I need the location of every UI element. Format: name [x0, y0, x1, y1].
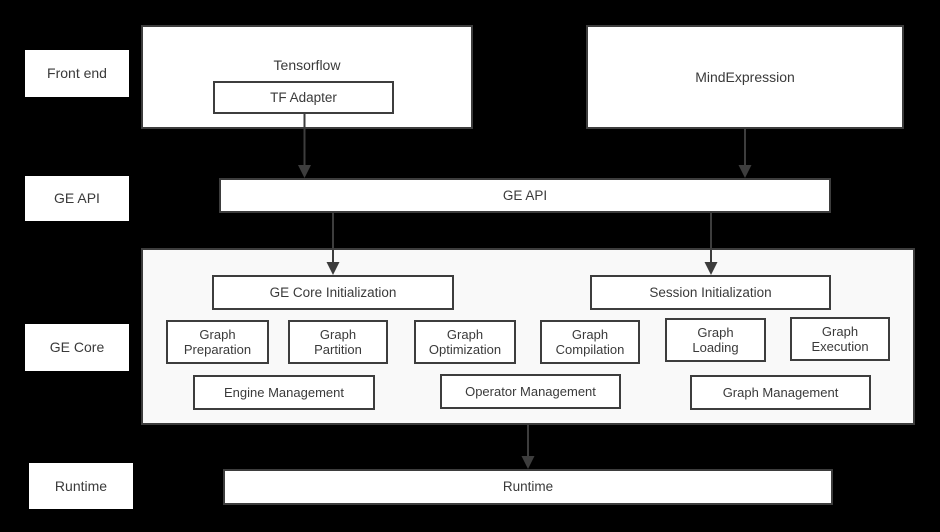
- layer-label-front-end: Front end: [25, 50, 129, 97]
- graph-partition-label: Graph Partition: [314, 326, 362, 357]
- ge-api-bar[interactable]: GE API: [219, 178, 831, 213]
- ge-core-initialization-label: GE Core Initialization: [269, 284, 397, 300]
- engine-management-node[interactable]: Engine Management: [193, 375, 375, 410]
- runtime-bar-label: Runtime: [502, 479, 554, 495]
- layer-label-runtime-text: Runtime: [54, 477, 108, 494]
- session-initialization-node[interactable]: Session Initialization: [590, 275, 831, 310]
- ge-core-initialization-node[interactable]: GE Core Initialization: [212, 275, 454, 310]
- engine-management-label: Engine Management: [224, 384, 344, 400]
- ge-api-bar-label: GE API: [502, 187, 548, 203]
- layer-label-front-end-text: Front end: [47, 65, 107, 82]
- graph-partition-node[interactable]: Graph Partition: [288, 320, 388, 364]
- graph-execution-label: Graph Execution: [811, 323, 869, 354]
- graph-management-label: Graph Management: [722, 384, 839, 400]
- arrow-ge-core-to-runtime: [521, 425, 535, 469]
- layer-label-ge-core-text: GE Core: [49, 339, 105, 356]
- graph-optimization-node[interactable]: Graph Optimization: [414, 320, 516, 364]
- mindexpression-panel[interactable]: MindExpression: [586, 25, 904, 129]
- layer-label-ge-core: GE Core: [25, 324, 129, 371]
- graph-loading-node[interactable]: Graph Loading: [665, 318, 766, 362]
- graph-optimization-label: Graph Optimization: [428, 326, 502, 357]
- graph-compilation-label: Graph Compilation: [555, 326, 625, 357]
- operator-management-node[interactable]: Operator Management: [440, 374, 621, 409]
- operator-management-label: Operator Management: [465, 383, 596, 399]
- graph-preparation-label: Graph Preparation: [183, 326, 252, 357]
- layer-label-runtime: Runtime: [29, 463, 133, 509]
- graph-compilation-node[interactable]: Graph Compilation: [540, 320, 640, 364]
- graph-management-node[interactable]: Graph Management: [690, 375, 871, 410]
- graph-execution-node[interactable]: Graph Execution: [790, 317, 890, 361]
- graph-preparation-node[interactable]: Graph Preparation: [166, 320, 269, 364]
- tensorflow-title: Tensorflow: [273, 57, 341, 73]
- tf-adapter-node[interactable]: TF Adapter: [213, 81, 394, 114]
- layer-label-ge-api: GE API: [25, 176, 129, 221]
- mindexpression-title: MindExpression: [695, 68, 795, 85]
- layer-label-ge-api-text: GE API: [54, 190, 100, 207]
- tf-adapter-label: TF Adapter: [270, 89, 337, 105]
- arrow-mindexpression-to-ge-api: [738, 129, 752, 178]
- session-initialization-label: Session Initialization: [649, 284, 772, 300]
- runtime-bar[interactable]: Runtime: [223, 469, 833, 505]
- graph-loading-label: Graph Loading: [692, 324, 739, 355]
